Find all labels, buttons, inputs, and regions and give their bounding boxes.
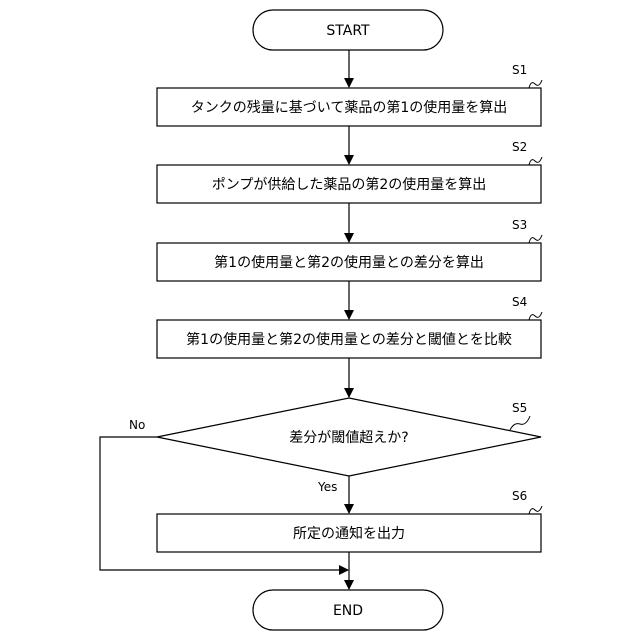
step-s2-text: ポンプが供給した薬品の第2の使用量を算出 — [212, 176, 487, 193]
start-terminal: START — [253, 10, 443, 50]
step-s3-leader — [529, 235, 542, 243]
step-s3-id: S3 — [512, 218, 527, 232]
step-s4-text: 第1の使用量と第2の使用量との差分と閾値とを比較 — [186, 331, 512, 348]
decision-s5-id: S5 — [512, 401, 527, 415]
end-label: END — [333, 603, 363, 619]
step-s2-leader — [529, 157, 542, 165]
step-s1-id: S1 — [512, 63, 527, 77]
step-s2-id: S2 — [512, 140, 527, 154]
decision-s5: 差分が閾値超えか? S5 — [157, 398, 541, 476]
step-s4-leader — [529, 312, 542, 320]
step-s4-id: S4 — [512, 295, 527, 309]
step-s3-text: 第1の使用量と第2の使用量との差分を算出 — [214, 254, 484, 271]
decision-s5-leader — [510, 416, 530, 430]
step-s1-leader — [529, 80, 542, 88]
start-label: START — [326, 23, 370, 39]
step-s6-text: 所定の通知を出力 — [293, 525, 405, 542]
branch-no-label: No — [129, 418, 145, 432]
decision-s5-text: 差分が閾値超えか? — [289, 430, 408, 446]
step-s1-text: タンクの残量に基づいて薬品の第1の使用量を算出 — [191, 99, 508, 116]
end-terminal: END — [253, 590, 443, 630]
branch-yes-label: Yes — [317, 480, 337, 494]
step-s6-leader — [529, 506, 542, 514]
step-s6-id: S6 — [512, 489, 527, 503]
